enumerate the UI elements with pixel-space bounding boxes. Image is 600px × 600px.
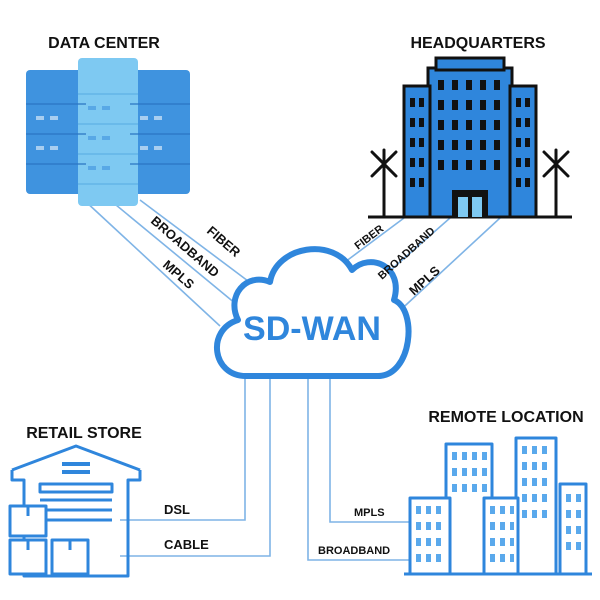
retail-store-title: RETAIL STORE xyxy=(26,425,142,442)
remote-link-mpls: MPLS xyxy=(354,507,385,519)
retail-store-warehouse-icon xyxy=(8,444,142,578)
remote-location-city-icon xyxy=(404,436,592,576)
remote-location-windows xyxy=(416,446,581,562)
headquarters-building-icon xyxy=(368,56,572,219)
line-dc-broadband xyxy=(109,199,237,305)
retail-store-vents xyxy=(62,462,90,474)
dc-link-fiber: FIBER xyxy=(204,223,244,260)
line-dc-mpls xyxy=(83,199,221,327)
line-hq-mpls xyxy=(393,217,501,317)
line-retail-cable xyxy=(120,372,271,557)
line-retail-dsl xyxy=(120,372,246,521)
data-center-server-icon xyxy=(26,58,190,206)
retail-link-cable: CABLE xyxy=(164,537,209,552)
headquarters-title: HEADQUARTERS xyxy=(410,35,545,52)
retail-link-dsl: DSL xyxy=(164,502,190,517)
remote-location-title: REMOTE LOCATION xyxy=(428,409,583,426)
line-remote-mpls xyxy=(329,372,420,523)
line-hq-fiber xyxy=(344,217,405,263)
line-remote-broadband xyxy=(307,372,420,561)
line-dc-fiber xyxy=(139,199,253,285)
hq-link-mpls: MPLS xyxy=(406,263,443,299)
sdwan-cloud-icon xyxy=(213,246,412,379)
remote-link-broadband: BROADBAND xyxy=(318,545,390,557)
sdwan-hub-label: SD-WAN xyxy=(243,310,381,348)
hq-link-fiber: FIBER xyxy=(353,223,387,252)
data-center-title: DATA CENTER xyxy=(48,35,160,52)
connection-lines xyxy=(83,199,501,561)
